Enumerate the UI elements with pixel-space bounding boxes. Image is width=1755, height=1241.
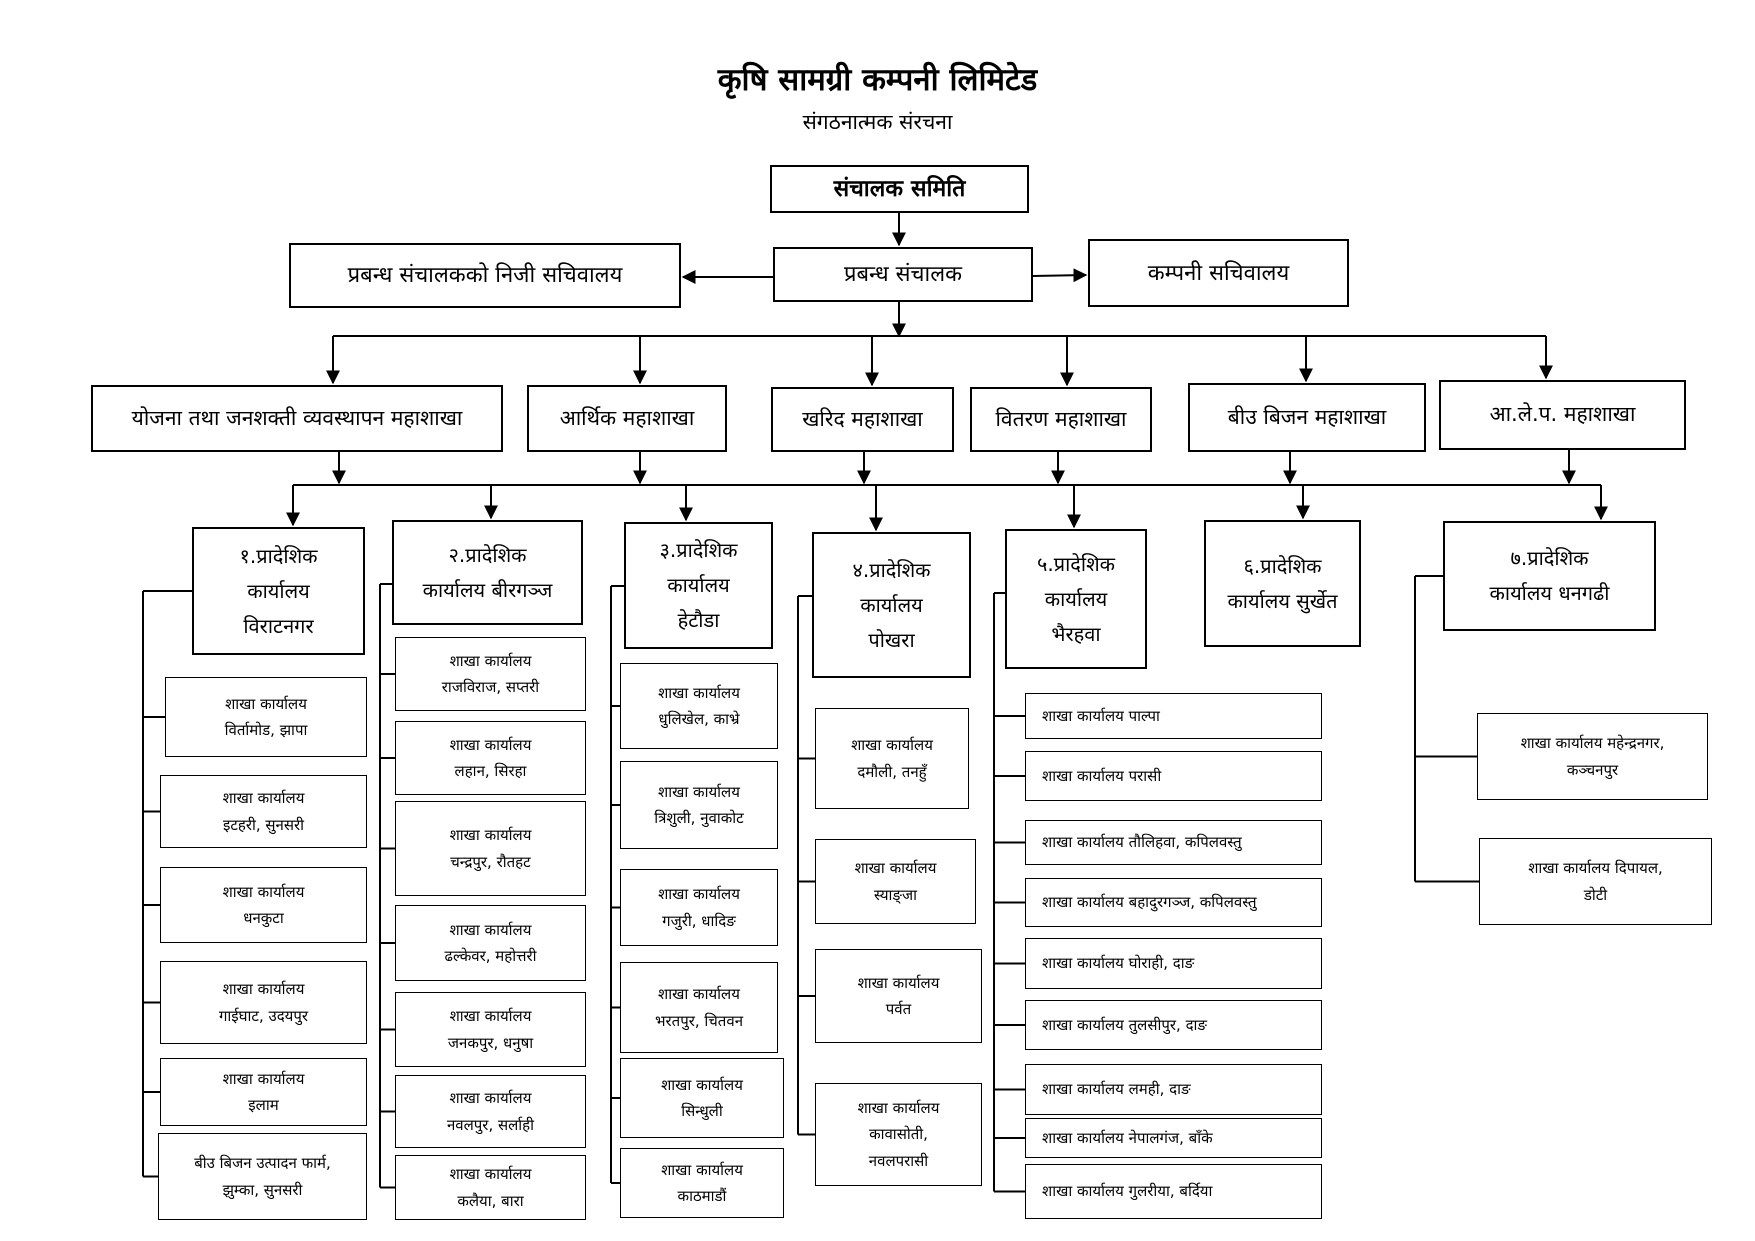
branch-office-2-2: शाखा कार्यालय लहान, सिरहा bbox=[395, 721, 586, 795]
division-internal-audit: आ.ले.प. महाशाखा bbox=[1439, 380, 1686, 450]
division-planning-hr: योजना तथा जनशक्ती व्यवस्थापन महाशाखा bbox=[91, 385, 503, 452]
branch-office-3-6: शाखा कार्यालय काठमाडौं bbox=[620, 1148, 784, 1218]
branch-office-2-4: शाखा कार्यालय ढल्केवर, महोत्तरी bbox=[395, 905, 586, 981]
branch-office-3-5: शाखा कार्यालय सिन्धुली bbox=[620, 1058, 784, 1138]
regional-office-5: ५.प्रादेशिक कार्यालय भैरहवा bbox=[1005, 529, 1147, 669]
branch-office-1-2: शाखा कार्यालय इटहरी, सुनसरी bbox=[160, 775, 367, 848]
chart-subtitle: संगठनात्मक संरचना bbox=[802, 110, 953, 134]
company-secretariat-box: कम्पनी सचिवालय bbox=[1088, 239, 1349, 307]
branch-office-5-5: शाखा कार्यालय घोराही, दाङ bbox=[1025, 938, 1322, 989]
branch-office-5-4: शाखा कार्यालय बहादुरगञ्ज, कपिलवस्तु bbox=[1025, 878, 1322, 927]
division-procurement: खरिद महाशाखा bbox=[771, 387, 954, 452]
regional-office-4: ४.प्रादेशिक कार्यालय पोखरा bbox=[812, 532, 971, 678]
branch-office-1-6: बीउ बिजन उत्पादन फार्म, झुम्का, सुनसरी bbox=[158, 1133, 367, 1220]
branch-office-7-2: शाखा कार्यालय दिपायल, डोटी bbox=[1479, 838, 1712, 925]
branch-office-2-5: शाखा कार्यालय जनकपुर, धनुषा bbox=[395, 992, 586, 1067]
branch-office-2-1: शाखा कार्यालय राजविराज, सप्तरी bbox=[395, 637, 586, 711]
division-finance: आर्थिक महाशाखा bbox=[527, 385, 727, 452]
branch-office-4-4: शाखा कार्यालय कावासोती, नवलपरासी bbox=[815, 1083, 982, 1186]
branch-office-5-6: शाखा कार्यालय तुलसीपुर, दाङ bbox=[1025, 1000, 1322, 1050]
branch-office-2-7: शाखा कार्यालय कलैया, बारा bbox=[395, 1155, 586, 1220]
division-distribution: वितरण महाशाखा bbox=[970, 387, 1152, 452]
regional-office-3: ३.प्रादेशिक कार्यालय हेटौडा bbox=[624, 522, 773, 649]
board-of-directors-box: संचालक समिति bbox=[770, 165, 1029, 213]
branch-office-4-2: शाखा कार्यालय स्याङ्जा bbox=[815, 839, 976, 924]
branch-office-5-8: शाखा कार्यालय नेपालगंज, बाँके bbox=[1025, 1118, 1322, 1158]
branch-office-5-7: शाखा कार्यालय लमही, दाङ bbox=[1025, 1064, 1322, 1115]
branch-office-1-4: शाखा कार्यालय गाईघाट, उदयपुर bbox=[160, 961, 367, 1044]
branch-office-5-9: शाखा कार्यालय गुलरीया, बर्दिया bbox=[1025, 1164, 1322, 1219]
regional-office-2: २.प्रादेशिक कार्यालय बीरगञ्ज bbox=[392, 520, 583, 625]
regional-office-7: ७.प्रादेशिक कार्यालय धनगढी bbox=[1443, 521, 1656, 631]
branch-office-5-1: शाखा कार्यालय पाल्पा bbox=[1025, 693, 1322, 739]
branch-office-7-1: शाखा कार्यालय महेन्द्रनगर, कञ्चनपुर bbox=[1477, 713, 1708, 800]
branch-office-5-2: शाखा कार्यालय परासी bbox=[1025, 751, 1322, 801]
branch-office-3-2: शाखा कार्यालय त्रिशुली, नुवाकोट bbox=[620, 761, 778, 849]
branch-office-3-1: शाखा कार्यालय धुलिखेल, काभ्रे bbox=[620, 663, 778, 749]
md-private-secretariat-box: प्रबन्ध संचालकको निजी सचिवालय bbox=[289, 243, 681, 308]
regional-office-6: ६.प्रादेशिक कार्यालय सुर्खेत bbox=[1204, 520, 1361, 647]
branch-office-3-4: शाखा कार्यालय भरतपुर, चितवन bbox=[620, 962, 778, 1053]
branch-office-5-3: शाखा कार्यालय तौलिहवा, कपिलवस्तु bbox=[1025, 820, 1322, 865]
branch-office-1-5: शाखा कार्यालय इलाम bbox=[160, 1058, 367, 1126]
branch-office-4-1: शाखा कार्यालय दमौली, तनहुँ bbox=[815, 708, 969, 809]
branch-office-2-6: शाखा कार्यालय नवलपुर, सर्लाही bbox=[395, 1075, 586, 1148]
md-to-company-secretariat-arrow bbox=[1032, 268, 1088, 283]
branch-office-4-3: शाखा कार्यालय पर्वत bbox=[815, 949, 982, 1043]
branch-office-1-1: शाखा कार्यालय विर्तामोड, झापा bbox=[165, 677, 367, 757]
branch-office-3-3: शाखा कार्यालय गजुरी, धादिङ bbox=[620, 869, 778, 946]
branch-office-2-3: शाखा कार्यालय चन्द्रपुर, रौतहट bbox=[395, 801, 586, 896]
regional-office-1: १.प्रादेशिक कार्यालय विराटनगर bbox=[192, 527, 365, 655]
branch-office-1-3: शाखा कार्यालय धनकुटा bbox=[160, 867, 367, 943]
chart-title: कृषि सामग्री कम्पनी लिमिटेड bbox=[717, 62, 1038, 98]
division-seed: बीउ बिजन महाशाखा bbox=[1188, 383, 1426, 452]
managing-director-box: प्रबन्ध संचालक bbox=[773, 247, 1033, 302]
